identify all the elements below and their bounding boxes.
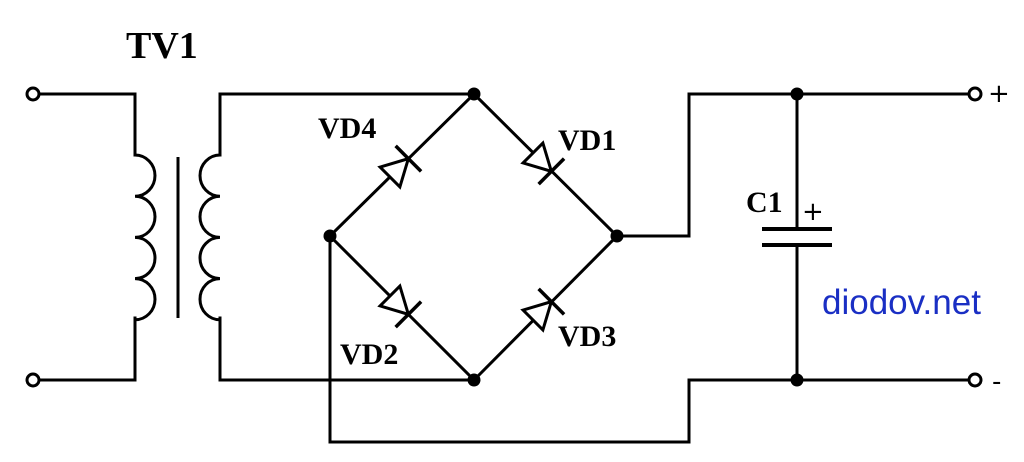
terminal-plus-label: + (988, 79, 1010, 109)
junction-bridge-left (323, 229, 337, 243)
diode-label-vd2: VD2 (340, 338, 398, 371)
input-terminal-bottom (25, 372, 41, 388)
primary-wire-top (37, 92, 137, 157)
junction-bridge-right (610, 229, 624, 243)
primary-wire-bottom (37, 316, 137, 382)
junction-bridge-top (467, 87, 481, 101)
junction-capacitor-bottom (790, 373, 804, 387)
diode-label-vd1: VD1 (558, 124, 616, 157)
output-terminal-minus (967, 372, 983, 388)
input-terminal-top (25, 86, 41, 102)
diode-vd1 (520, 140, 566, 186)
transformer-label: TV1 (126, 25, 198, 67)
diode-vd2 (377, 283, 423, 329)
diode-label-vd4: VD4 (318, 112, 376, 145)
junction-bridge-bottom (467, 373, 481, 387)
capacitor-label: C1 (746, 186, 783, 219)
terminal-minus-label: - (992, 367, 1001, 397)
site-watermark: diodov.net (822, 283, 981, 322)
junction-capacitor-top (790, 87, 804, 101)
capacitor-polarity: + (802, 197, 824, 227)
output-wire-minus (328, 234, 971, 444)
secondary-wire-bottom (218, 316, 476, 382)
output-terminal-plus (967, 86, 983, 102)
diode-vd3 (520, 287, 566, 333)
diode-label-vd3: VD3 (558, 320, 616, 353)
diode-vd4 (377, 144, 423, 190)
secondary-coil (198, 153, 222, 322)
output-wire-plus (615, 92, 971, 238)
primary-coil (133, 153, 157, 322)
secondary-wire-top (218, 92, 476, 157)
